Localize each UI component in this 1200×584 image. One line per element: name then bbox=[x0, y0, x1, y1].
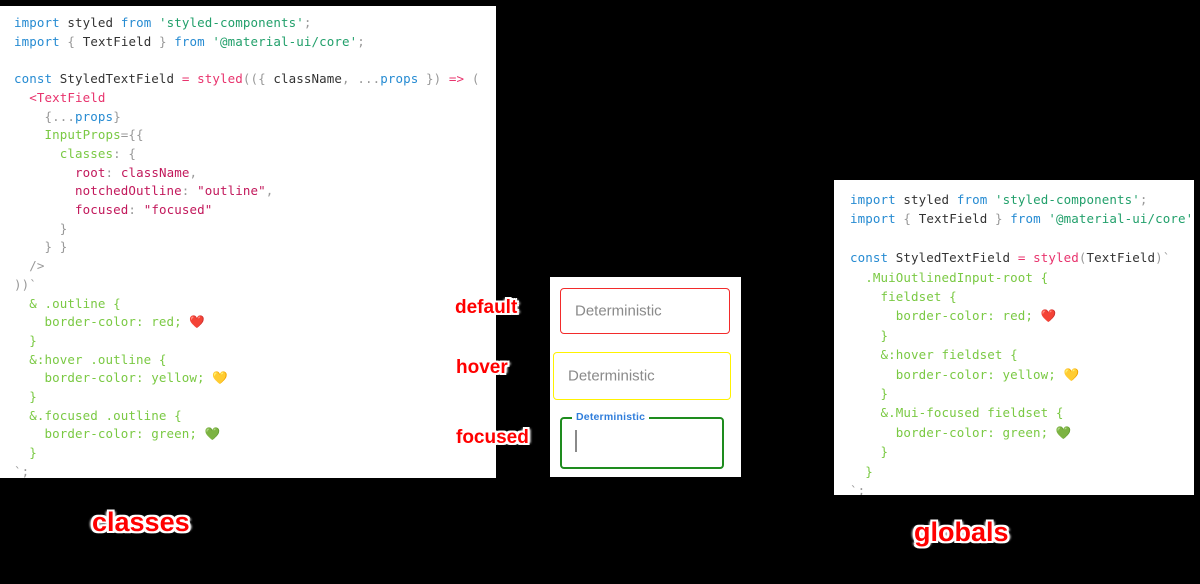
caption-classes: classes bbox=[92, 507, 190, 537]
annotation-focused: focused bbox=[456, 427, 529, 448]
textfield-default-label: Deterministic bbox=[575, 302, 662, 320]
code-panel-globals: import styled from 'styled-components'; … bbox=[834, 180, 1194, 495]
code-block-classes: import styled from 'styled-components'; … bbox=[14, 15, 480, 478]
textfield-hover-label: Deterministic bbox=[568, 367, 655, 385]
demo-slice-focused: Deterministic bbox=[550, 406, 733, 477]
code-block-globals: import styled from 'styled-components'; … bbox=[850, 192, 1194, 495]
text-caret bbox=[575, 430, 577, 452]
caption-globals: globals bbox=[914, 517, 1009, 547]
demo-slice-default: Deterministic bbox=[550, 277, 741, 344]
code-panel-classes: import styled from 'styled-components'; … bbox=[0, 6, 496, 478]
textfield-focused-label: Deterministic bbox=[572, 411, 650, 423]
annotation-hover: hover bbox=[456, 357, 508, 378]
demo-slice-hover: Deterministic bbox=[550, 344, 741, 406]
annotation-default: default bbox=[455, 297, 518, 318]
textfield-focused[interactable]: Deterministic bbox=[560, 411, 724, 469]
textfield-hover[interactable]: Deterministic bbox=[553, 352, 731, 400]
textfield-demo-panel: Deterministic Deterministic Deterministi… bbox=[550, 277, 741, 477]
textfield-default[interactable]: Deterministic bbox=[560, 288, 730, 334]
